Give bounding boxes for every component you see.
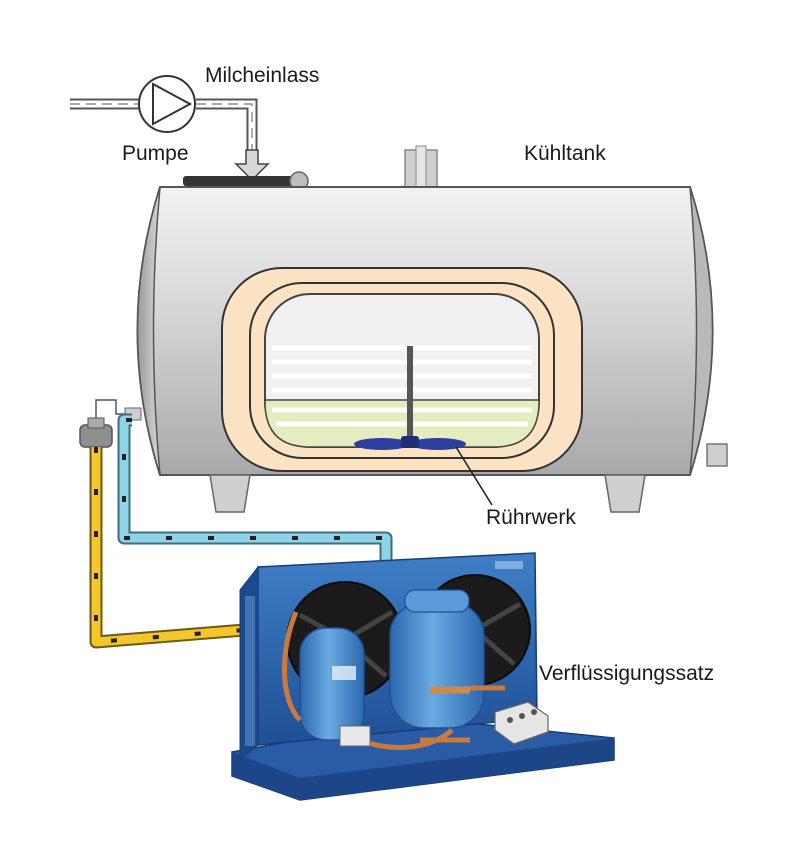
tank-vent — [404, 145, 438, 189]
condensing-unit-label: Verflüssigungssatz — [539, 662, 715, 685]
pressure-switch — [339, 725, 371, 747]
agitator-leader-line — [455, 446, 493, 506]
inlet-arrow-icon — [234, 149, 270, 182]
liquid-receiver — [299, 627, 365, 741]
agitator-icon — [354, 346, 466, 450]
pump-icon — [138, 75, 196, 133]
inner-cooling-stripes — [272, 345, 532, 427]
electrical-box — [494, 701, 549, 745]
milk-inlet-pipe — [70, 98, 258, 150]
agitator-label: Rührwerk — [486, 506, 576, 529]
pump-label: Pumpe — [122, 142, 189, 165]
cooling-tank-label: Kühltank — [524, 142, 606, 165]
milk-inlet-label: Milcheinlass — [205, 64, 320, 87]
compressor — [389, 589, 485, 729]
condensing-unit — [231, 552, 615, 801]
